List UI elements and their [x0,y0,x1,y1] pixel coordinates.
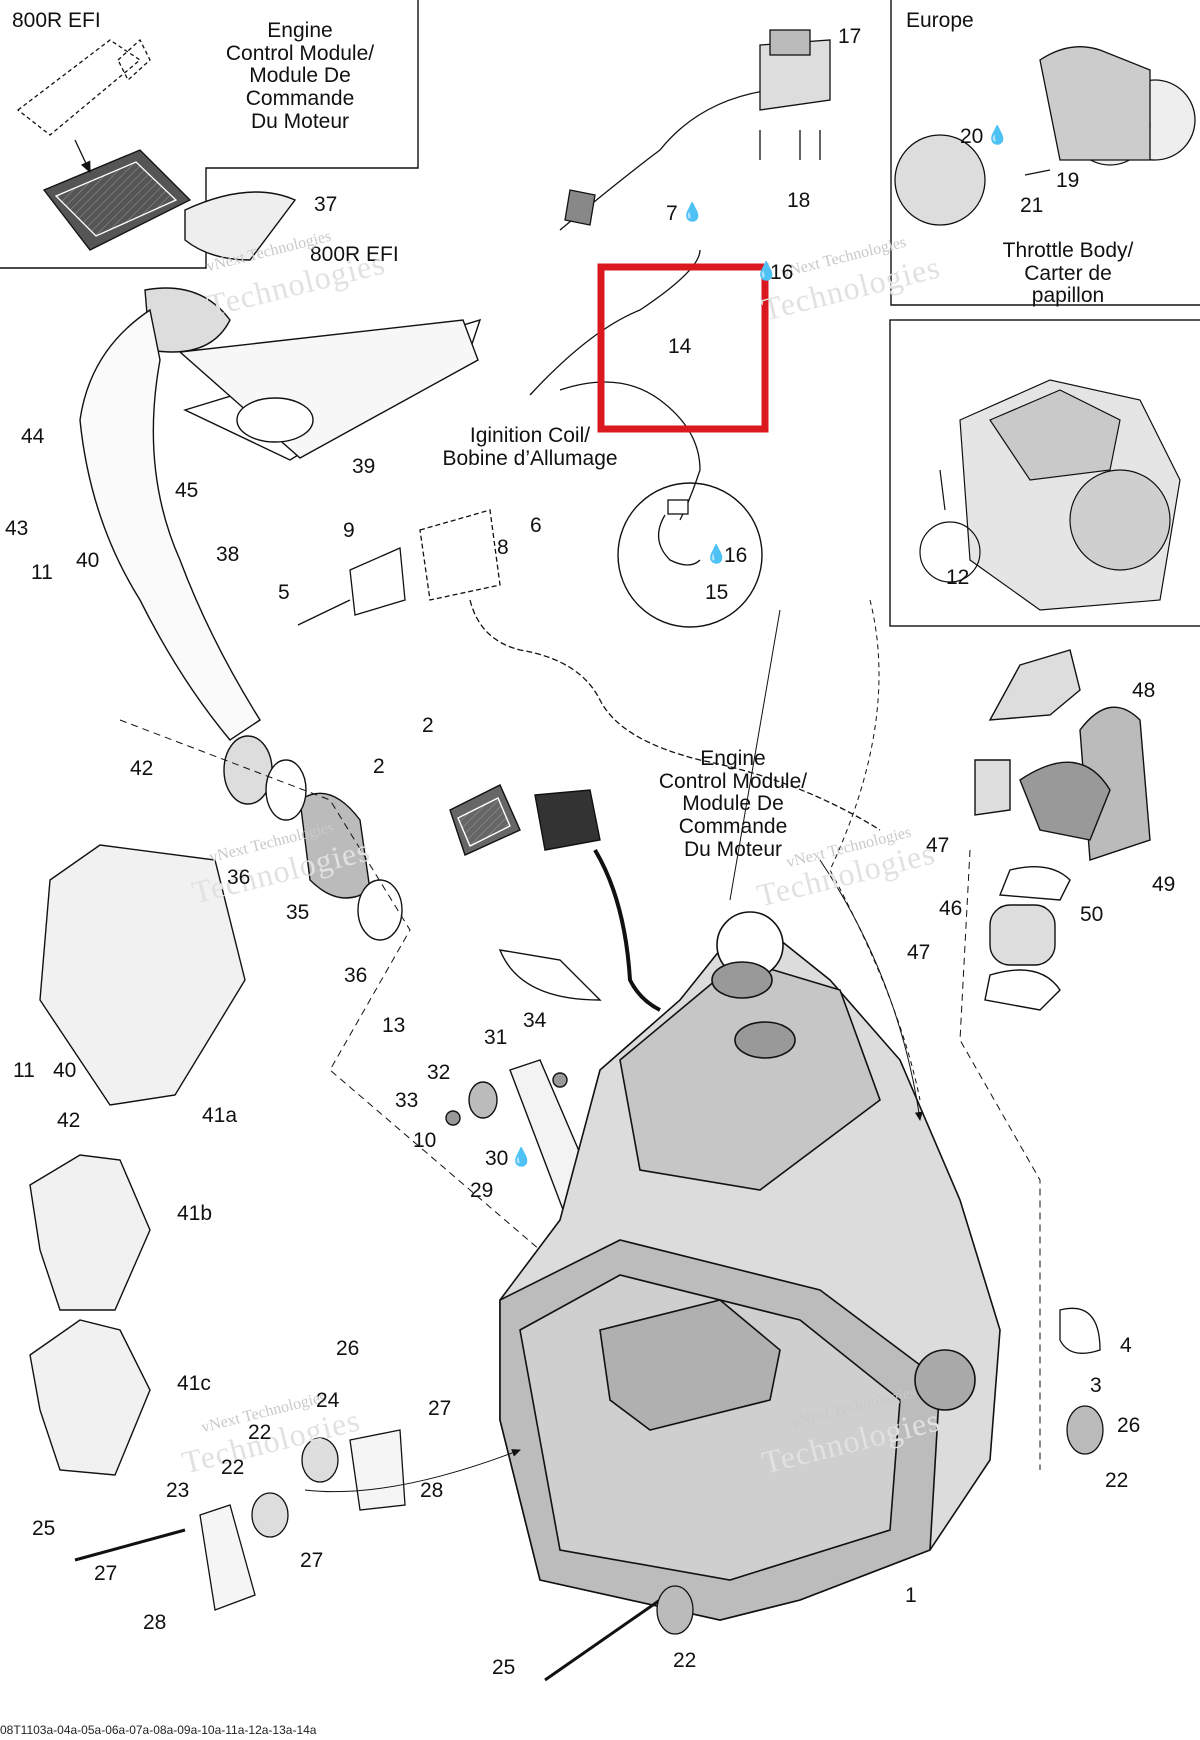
callout-23: 23 [166,1479,190,1502]
callout-4: 4 [1120,1334,1132,1357]
callout-29: 29 [470,1179,494,1202]
europe-label: Europe [906,9,974,32]
callout-17: 17 [838,25,862,48]
callout-2b: 2 [373,755,385,778]
callout-16a: 16 [770,261,794,284]
callout-36a: 36 [227,866,251,889]
callout-7: 7 [666,202,678,225]
callout-8: 8 [497,536,509,559]
callout-45: 45 [175,479,199,502]
drop-icon: 💧 [705,544,728,564]
callout-47a: 47 [926,834,950,857]
throttle-body-caption: Throttle Body/ Carter de papillon [1002,239,1134,308]
callout-27a: 27 [428,1397,452,1420]
callout-1: 1 [905,1584,917,1607]
callout-41c: 41c [177,1372,211,1395]
callout-14: 14 [668,335,692,358]
intake-duct [79,191,482,941]
spark-plug-lead [658,499,701,566]
callout-28a: 28 [420,1479,444,1502]
panel-frames [0,0,1200,627]
callout-16b: 16 [724,544,748,567]
heat-shields [29,844,246,1476]
callout-15: 15 [705,581,729,604]
callout-10: 10 [413,1129,437,1152]
callout-50: 50 [1080,903,1104,926]
callout-18: 18 [787,189,811,212]
callout-33: 33 [395,1089,419,1112]
drop-icon: 💧 [986,125,1009,145]
callout-24: 24 [316,1389,340,1412]
drop-icon: 💧 [510,1147,533,1167]
callout-39: 39 [352,455,376,478]
drawing-reference: 08T1103a-04a-05a-06a-07a-08a-09a-10a-11a… [0,1723,317,1737]
callout-32: 32 [427,1061,451,1084]
callout-41b: 41b [177,1202,213,1225]
ecm-main [449,784,661,1012]
callout-27c: 27 [300,1549,324,1572]
ignition-coil-caption: Iginition Coil/ Bobine d’Allumage [442,424,618,470]
callout-44: 44 [21,425,45,448]
callout-41a: 41a [202,1104,238,1127]
callout-22b: 22 [221,1456,245,1479]
callout-30: 30 [485,1147,509,1170]
callout-42b: 42 [57,1109,81,1132]
callout-43: 43 [5,517,29,540]
callout-36b: 36 [344,964,368,987]
callout-28b: 28 [143,1611,167,1634]
callout-11b: 11 [13,1059,35,1082]
callout-5: 5 [278,581,290,604]
callout-11a: 11 [31,561,53,584]
callout-49: 49 [1152,873,1176,896]
callout-26a: 26 [336,1337,360,1360]
engine-assembly [499,911,1001,1621]
drop-icon: 💧 [681,202,704,222]
callout-20: 20 [960,125,984,148]
ignition-coil-wiring [297,89,881,831]
leader-lines [119,599,1041,1493]
airbox-variant-label: 800R EFI [310,243,399,266]
callout-22d: 22 [673,1649,697,1672]
callout-34: 34 [523,1009,547,1032]
ecm-top-sketch [16,38,192,251]
callout-2a: 2 [422,714,434,737]
callout-21: 21 [1020,194,1044,217]
ecm-top-caption: Engine Control Module/ Module De Command… [225,19,375,133]
callout-6: 6 [530,514,542,537]
callout-48: 48 [1132,679,1156,702]
cvt-intake-parts [974,649,1151,1011]
callout-22a: 22 [248,1421,272,1444]
callout-40a: 40 [76,549,100,572]
ecm-main-caption: Engine Control Module/ Module De Command… [658,747,808,861]
callout-13: 13 [382,1014,406,1037]
callout-40b: 40 [53,1059,77,1082]
callout-25b: 25 [492,1656,516,1679]
callout-35: 35 [286,901,310,924]
callout-47b: 47 [907,941,931,964]
cam-position-sensor [564,29,831,226]
callout-42a: 42 [130,757,154,780]
drop-icon: 💧 [755,261,778,281]
highlight-box-callout-14 [597,263,769,433]
detail-circle [617,482,763,628]
callout-3: 3 [1090,1374,1102,1397]
callout-9: 9 [343,519,355,542]
callout-38: 38 [216,543,240,566]
callout-46: 46 [939,897,963,920]
callout-27b: 27 [94,1562,118,1585]
callout-25a: 25 [32,1517,56,1540]
throttle-body [894,46,1196,226]
callout-31: 31 [484,1026,508,1049]
engine-inset [919,379,1181,611]
callout-26b: 26 [1117,1414,1141,1437]
callout-22c: 22 [1105,1469,1129,1492]
callout-12: 12 [946,566,970,589]
callout-19: 19 [1056,169,1080,192]
top-left-variant-label: 800R EFI [12,9,101,32]
callout-37: 37 [314,193,338,216]
